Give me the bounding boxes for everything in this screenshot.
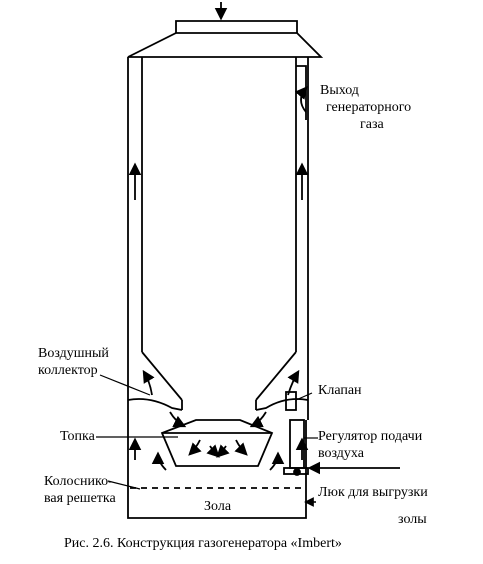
air-arrow-left-1 <box>142 369 155 396</box>
air-arrow-right-1 <box>287 369 300 396</box>
gas-outlet-pipe <box>296 65 307 120</box>
label-air-regulator: Регулятор подачи воздуха <box>318 429 423 461</box>
regulator-knob <box>293 468 301 476</box>
label-grate: Колоснико- вая решетка <box>44 474 116 506</box>
inner-arrow-left <box>188 439 202 456</box>
label-firebox: Топка <box>60 429 95 444</box>
label-ash-hatch: Люк для выгрузки золы <box>318 485 428 527</box>
air-arrow-left-2 <box>169 411 187 428</box>
flame-arrow-right <box>269 451 285 471</box>
leader-grate <box>107 480 141 490</box>
air-arrow-right-2 <box>249 411 267 428</box>
flame-arrow-left <box>151 451 167 471</box>
valve-body <box>285 391 297 411</box>
figure-caption: Рис. 2.6. Конструкция газогенератора «Im… <box>64 536 342 551</box>
firebox <box>160 419 274 467</box>
air-nozzle-right <box>255 398 309 411</box>
core-arrow-right <box>216 444 230 458</box>
label-ash: Зола <box>204 499 232 514</box>
label-gas-outlet: Выход генераторного газа <box>320 83 412 132</box>
loading-hatch <box>175 20 298 33</box>
air-nozzle-left <box>127 398 183 411</box>
inner-arrow-right <box>234 439 248 456</box>
label-air-collector: Воздушный коллектор <box>38 346 109 378</box>
label-valve: Клапан <box>318 383 362 398</box>
roof <box>127 32 324 58</box>
leader-valve <box>295 392 313 401</box>
leader-air-collector <box>99 374 151 396</box>
bunker-cone-right <box>255 351 297 401</box>
gas-outlet-arrow <box>294 86 308 113</box>
lower-casing <box>127 420 307 519</box>
bunker-cone-left <box>141 351 183 401</box>
